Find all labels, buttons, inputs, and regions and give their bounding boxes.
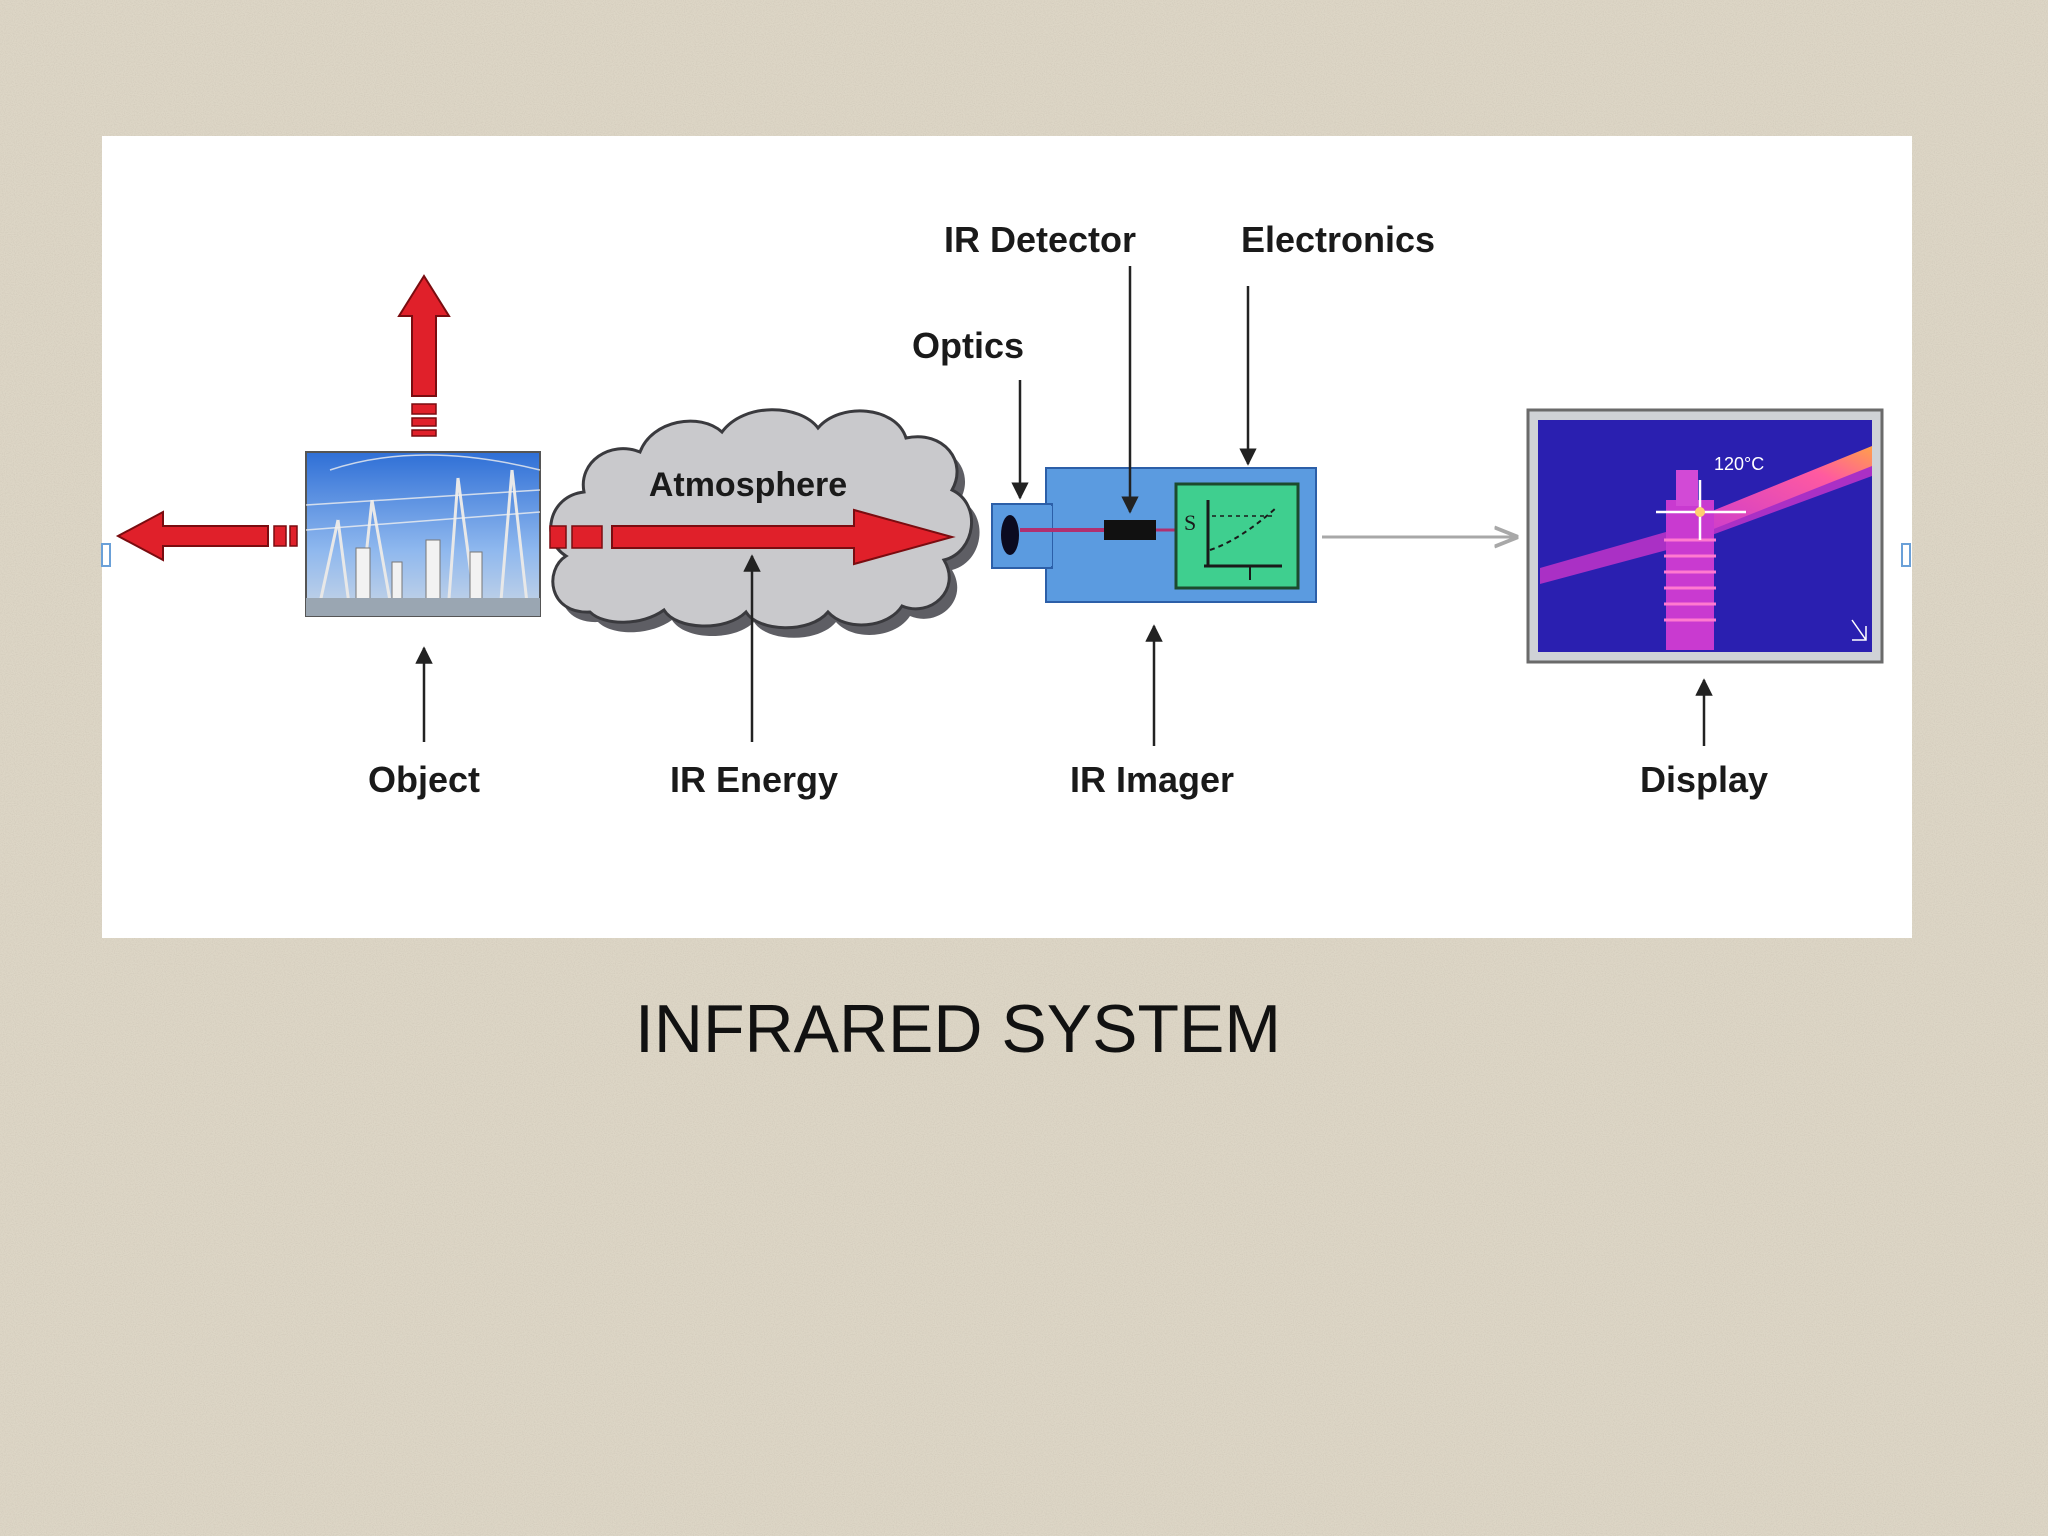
slide-caption: INFRARED SYSTEM [0,990,2048,1068]
display-label: Display [1640,759,1768,800]
optics-label: Optics [912,325,1024,366]
electronics-label: Electronics [1241,219,1435,260]
display-temperature: 120°C [1714,454,1764,474]
up-emission-arrow [397,274,451,437]
optics-lens [1001,515,1019,555]
object-label: Object [368,759,480,800]
left-emission-arrow [115,510,298,562]
left-edge-handle [101,543,111,567]
atmosphere-label: Atmosphere [649,466,847,504]
display-screen [1526,408,1884,664]
ir-detector-block [1104,520,1156,540]
object-photo [305,451,541,617]
right-edge-handle [1901,543,1911,567]
ir-energy-label: IR Energy [670,759,838,800]
slide-caption-text: INFRARED SYSTEM [634,991,1282,1067]
electronics-panel [1174,482,1300,590]
ir-detector-label: IR Detector [944,219,1136,260]
graph-axis-label: S [1184,510,1196,535]
ir-imager-label: IR Imager [1070,759,1234,800]
ir-energy-arrow [549,508,956,566]
